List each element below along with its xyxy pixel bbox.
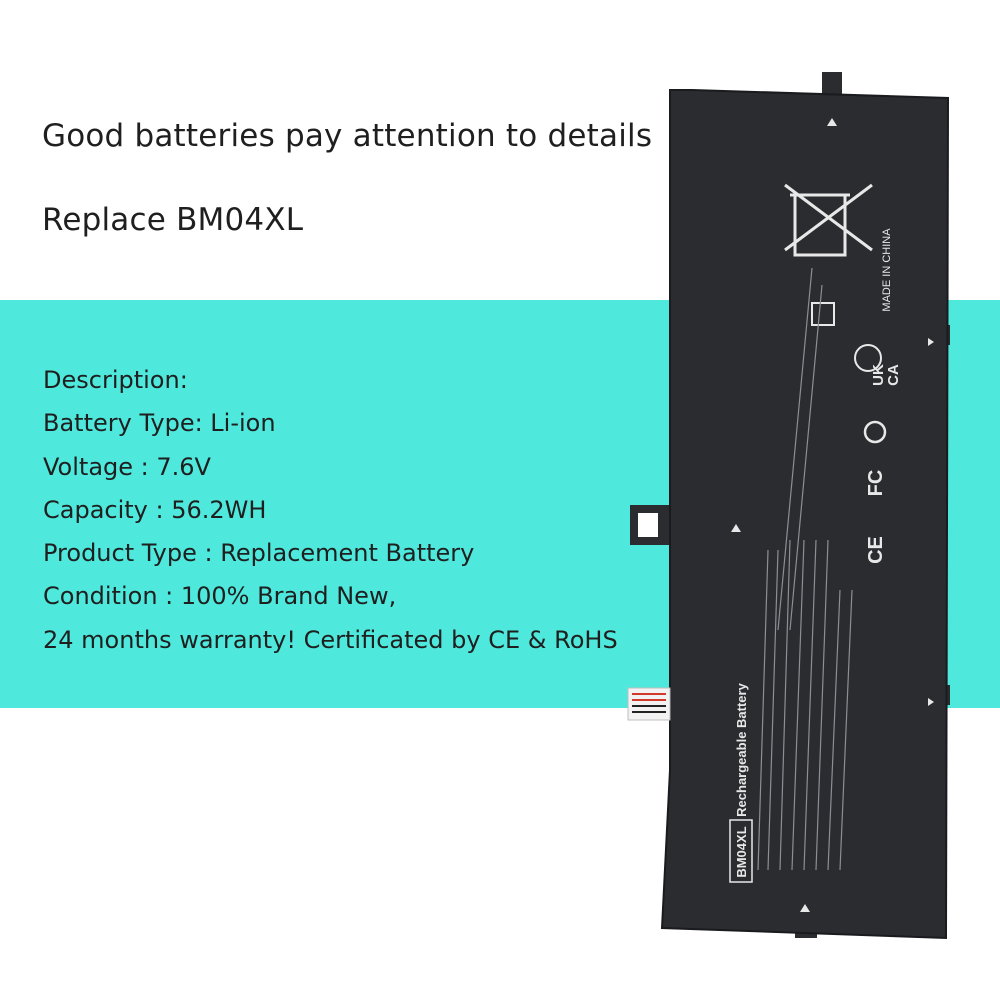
spec-description: Description:	[43, 366, 188, 394]
spec-condition: Condition : 100% Brand New,	[43, 582, 397, 611]
spec-product-type: Product Type : Replacement Battery	[43, 539, 475, 568]
arrow-up-icon	[731, 524, 741, 532]
model-box	[729, 819, 753, 883]
crossed-bin-icon	[784, 183, 873, 257]
model-label: BM04XL	[734, 826, 749, 877]
battery-connector	[627, 687, 671, 721]
arrow-right-icon	[928, 698, 934, 706]
spec-voltage: Voltage : 7.6V	[43, 452, 211, 481]
battery-image: MADE IN CHINA UK CA FC CE BM04XL Recharg…	[600, 70, 1000, 950]
battery-tab-top	[822, 72, 842, 98]
battery-illustration: MADE IN CHINA UK CA FC CE BM04XL Recharg…	[627, 72, 950, 940]
made-in-label: MADE IN CHINA	[881, 228, 893, 312]
battery-body	[662, 90, 948, 938]
uk-mark: UK	[870, 364, 887, 386]
qr-mark-icon	[811, 302, 835, 326]
arrow-up-icon	[800, 904, 810, 912]
battery-tab-hole	[638, 513, 658, 537]
spec-battery-type: Battery Type: Li-ion	[43, 409, 276, 438]
rechargeable-label: Rechargeable Battery	[734, 682, 749, 816]
fc-mark: FC	[865, 470, 887, 497]
arrow-right-icon	[928, 338, 934, 346]
fine-print-lines	[757, 267, 853, 871]
spec-capacity: Capacity : 56.2WH	[43, 495, 267, 524]
headline-details: Good batteries pay attention to details	[42, 118, 653, 154]
rohs-badge-icon	[863, 420, 887, 444]
headline-model: Replace BM04XL	[42, 202, 304, 238]
ca-mark: CA	[885, 364, 902, 386]
spec-list: Description: Battery Type: Li-ion Voltag…	[43, 363, 618, 666]
ce-mark: CE	[865, 536, 887, 564]
arrow-up-icon	[827, 118, 837, 126]
spec-warranty: 24 months warranty! Certificated by CE &…	[43, 625, 618, 654]
recycle-badge-icon	[854, 344, 882, 372]
